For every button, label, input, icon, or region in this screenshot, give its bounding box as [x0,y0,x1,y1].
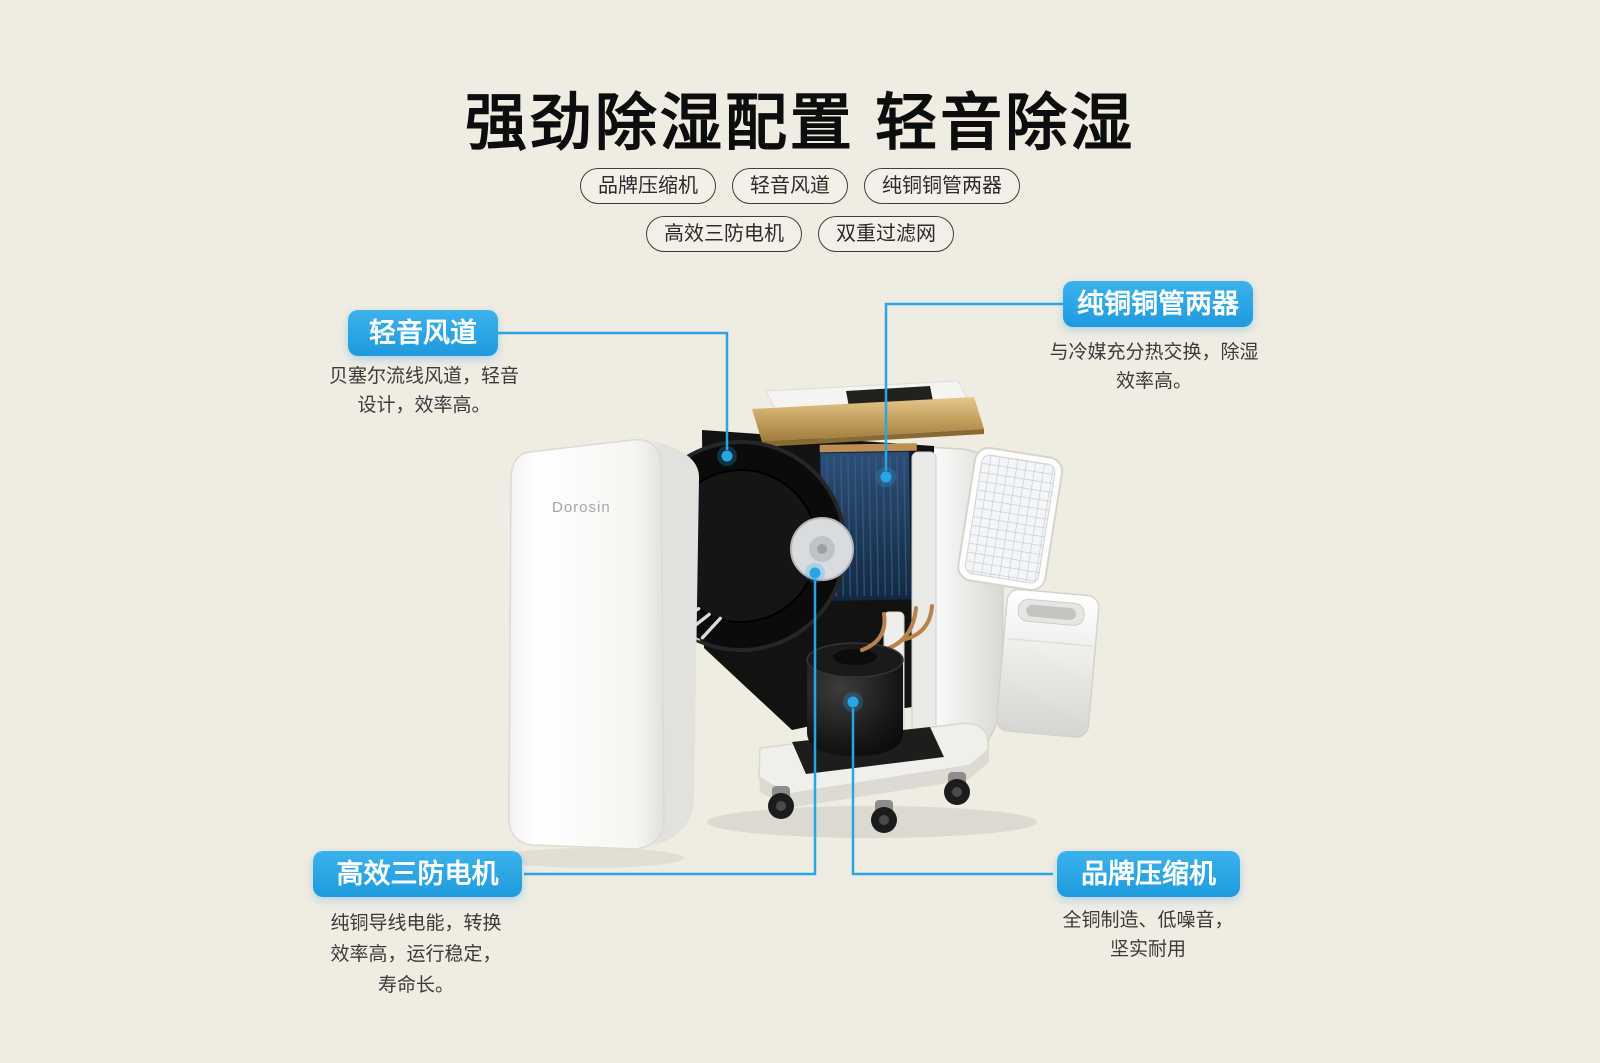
callout-compressor-label: 品牌压缩机 [1057,851,1240,897]
callout-motor-label: 高效三防电机 [313,851,522,897]
water-tank [995,588,1100,738]
callout-air-duct-desc-line: 贝塞尔流线风道，轻音 [328,366,519,387]
air-filter [957,446,1064,592]
connector-copper-tubes [884,302,1063,471]
front-panel: Dorosin [508,438,700,850]
page-title: 强劲除湿配置 轻音除湿 [464,89,1136,158]
callout-motor-desc-line: 效率高，运行稳定， [330,944,502,965]
callout-copper-tubes-label: 纯铜铜管两器 [1063,281,1253,327]
callout-copper-tubes-desc: 与冷媒充分热交换，除湿 效率高。 [1030,338,1278,396]
frame-bracket [911,451,937,749]
gold-band [752,397,984,442]
connector-dot-compressor [843,692,863,712]
caster-wheel-middle [871,800,897,833]
callout-air-duct-desc: 贝塞尔流线风道，轻音 设计，效率高。 [300,362,548,420]
caster-wheel-right [944,772,970,805]
connector-air-duct [498,331,729,450]
panel-shadow [500,848,684,868]
feature-tags-row-1: 品牌压缩机 轻音风道 纯铜铜管两器 [0,168,1600,204]
fan-motor [790,517,854,581]
tag-quiet-air-duct: 轻音风道 [732,168,848,204]
tag-copper-tubes: 纯铜铜管两器 [864,168,1020,204]
brand-logo: Dorosin [552,499,611,516]
callout-air-duct-label: 轻音风道 [348,310,498,356]
callout-motor-desc-line: 纯铜导线电能，转换 [330,913,502,934]
tag-double-filter: 双重过滤网 [818,216,954,252]
callout-motor-desc: 纯铜导线电能，转换 效率高，运行稳定， 寿命长。 [300,908,532,1001]
compressor [806,612,904,756]
top-cover [752,380,984,447]
tag-brand-compressor: 品牌压缩机 [580,168,716,204]
callout-air-duct-desc-line: 设计，效率高。 [357,395,491,416]
callout-copper-tubes-desc-line: 效率高。 [1115,371,1192,392]
connector-dot-motor [805,563,825,583]
connector-motor [524,579,817,876]
connector-dot-air-duct [717,446,737,466]
connector-compressor [851,708,1053,876]
callout-compressor-desc-line: 坚实耐用 [1109,939,1186,960]
connectors [498,302,1063,876]
caster-wheel-left [768,786,794,819]
connector-dot-copper-tubes [876,467,896,487]
tag-efficient-motor: 高效三防电机 [646,216,802,252]
callout-compressor-desc-line: 全铜制造、低噪音， [1062,910,1234,931]
callout-copper-tubes-desc-line: 与冷媒充分热交换，除湿 [1049,342,1259,363]
feature-tags-row-2: 高效三防电机 双重过滤网 [0,216,1600,252]
callout-motor-desc-line: 寿命长。 [377,975,454,996]
callout-compressor-desc: 全铜制造、低噪音， 坚实耐用 [1032,906,1264,964]
